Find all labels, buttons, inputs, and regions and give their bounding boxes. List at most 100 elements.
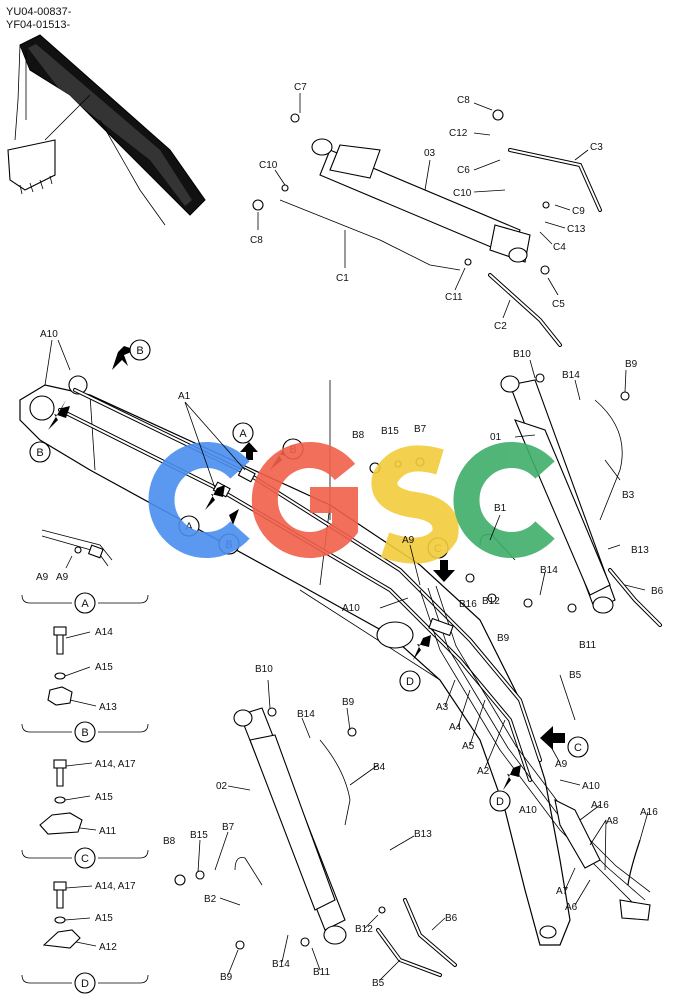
callout-b2: B2	[204, 894, 217, 905]
detail-c-bolt-head	[53, 759, 67, 769]
callout-b14-bottom: B14	[272, 959, 290, 970]
callout-a6: A6	[565, 902, 578, 913]
detail-b-washer-label: A15	[95, 662, 113, 673]
hose-coupler-a1	[237, 466, 256, 483]
callout-a8: A8	[606, 816, 619, 827]
ref-circle-c2-label: C	[574, 742, 582, 754]
detail-d-clamp-label: A12	[99, 942, 117, 953]
callout-a7: A7	[556, 886, 569, 897]
callout-b4: B4	[373, 762, 386, 773]
arm-pivot-boss	[376, 621, 414, 649]
callout-b5-lower: B5	[372, 978, 385, 989]
ref-circle-b2	[29, 441, 51, 463]
model-code-1: YU04-00837-	[6, 6, 72, 18]
callout-b6-right: B6	[651, 586, 664, 597]
callout-02: 02	[216, 781, 228, 792]
callout-b9-lower: B9	[342, 697, 355, 708]
callout-b6-lower: B6	[445, 913, 458, 924]
detail-d-ref-label: D	[81, 978, 89, 990]
callout-c8-left: C8	[250, 235, 263, 246]
pointer-arrows	[48, 346, 565, 790]
callout-b1: B1	[494, 503, 507, 514]
callout-b10-lower: B10	[255, 664, 273, 675]
detail-a-ref-circle	[74, 592, 96, 614]
hose-a16	[627, 839, 641, 886]
clamp-a11	[428, 617, 454, 637]
callout-a10-mid: A10	[342, 603, 360, 614]
callout-b9-right: B9	[625, 359, 638, 370]
detail-d-bolt-label: A14, A17	[95, 881, 136, 892]
ref-circle-b1	[129, 339, 151, 361]
detail-b-ref-label: B	[81, 727, 88, 739]
watermark-c1	[148, 442, 250, 558]
callout-03: 03	[424, 148, 436, 159]
callout-c2: C2	[494, 321, 507, 332]
callout-c6: C6	[457, 165, 470, 176]
callout-b13-right: B13	[631, 545, 649, 556]
watermark-s	[371, 445, 459, 564]
callout-c3: C3	[590, 142, 603, 153]
callout-a3: A3	[436, 702, 449, 713]
cylinder-03	[252, 109, 602, 347]
detail-d-ref-circle	[74, 972, 96, 994]
callout-a4: A4	[449, 722, 462, 733]
detail-b-ref-circle	[74, 721, 96, 743]
callout-b11-right: B11	[579, 640, 596, 651]
callout-b10-right: B10	[513, 349, 531, 360]
callout-b13-lower: B13	[414, 829, 432, 840]
callout-a2: A2	[477, 766, 490, 777]
callout-b7-mid: B7	[414, 424, 427, 435]
callout-b3: B3	[622, 490, 635, 501]
callout-b9-mid: B9	[497, 633, 510, 644]
callout-c1: C1	[336, 273, 349, 284]
detail-c-ref-circle	[74, 847, 96, 869]
detail-d-clamp	[42, 929, 81, 949]
ref-circle-a1-label: A	[239, 428, 247, 440]
watermark	[148, 442, 555, 564]
leader-lines	[44, 93, 649, 981]
callout-b12-mid: B12	[482, 596, 500, 607]
callout-a9-left: A9	[36, 572, 49, 583]
detail-c-ref-label: C	[81, 853, 89, 865]
callout-c8-top: C8	[457, 95, 470, 106]
detail-b-bolt-label: A14	[95, 627, 113, 638]
callout-c5: C5	[552, 299, 565, 310]
callout-a16-right: A16	[640, 807, 658, 818]
callout-b16: B16	[459, 599, 477, 610]
detail-c-bolt-label: A14, A17	[95, 759, 136, 770]
arm-end-boss	[29, 395, 55, 421]
callout-b12-lower: B12	[355, 924, 373, 935]
detail-panel-a: A9 A	[21, 529, 149, 614]
model-code-2: YF04-01513-	[6, 19, 71, 31]
callout-a10-top: A10	[40, 329, 58, 340]
callout-c9: C9	[572, 206, 585, 217]
watermark-g	[251, 442, 358, 558]
fitting-cluster	[554, 799, 601, 869]
detail-a-ref-label: A	[81, 598, 89, 610]
detail-d-washer-label: A15	[95, 913, 113, 924]
detail-c-clamp-label: A11	[99, 826, 116, 837]
detail-d-bolt-head	[53, 881, 67, 891]
callout-c7: C7	[294, 82, 307, 93]
ref-circle-d2	[489, 790, 511, 812]
detail-b-clamp-label: A13	[99, 702, 117, 713]
detail-panel-b: A14 A15 A13 B	[21, 626, 149, 743]
callout-b5-right: B5	[569, 670, 582, 681]
ref-circle-b2-label: B	[36, 447, 43, 459]
callout-c4: C4	[553, 242, 566, 253]
callout-b14-mid: B14	[540, 565, 558, 576]
excavator-thumbnail	[7, 34, 206, 226]
callout-a16-mid: A16	[591, 800, 609, 811]
callout-c10-left: C10	[259, 160, 278, 171]
detail-b-bolt-head	[53, 626, 67, 636]
detail-a-part-label: A9	[56, 572, 69, 583]
callout-b14-right: B14	[562, 370, 580, 381]
watermark-c2	[453, 442, 555, 558]
callout-b8-mid: B8	[352, 430, 365, 441]
detail-c-washer-label: A15	[95, 792, 113, 803]
callout-labels: C7 C8 C12 C3 C6 03 C10 C10 C9 C13 C4 C8 …	[36, 82, 664, 989]
callout-b9-bottom: B9	[220, 972, 233, 983]
ref-circle-d1-label: D	[406, 676, 414, 688]
cylinder-02	[174, 707, 457, 977]
